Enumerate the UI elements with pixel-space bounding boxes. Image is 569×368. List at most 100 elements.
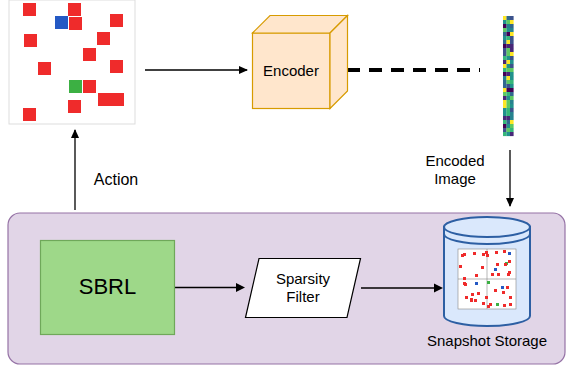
vector-cell	[503, 56, 507, 60]
vector-cell	[510, 24, 514, 28]
vector-cell	[510, 108, 514, 112]
vector-cell	[503, 108, 507, 112]
vector-cell	[503, 124, 507, 128]
grid-cell	[110, 14, 123, 27]
vector-cell	[503, 48, 507, 52]
feature-vector	[503, 16, 514, 136]
node-label: Encoder	[256, 62, 326, 80]
vector-cell	[507, 84, 511, 88]
vector-cell	[510, 124, 514, 128]
vector-cell	[503, 36, 507, 40]
vector-cell	[510, 28, 514, 32]
vector-cell	[503, 80, 507, 84]
vector-cell	[507, 24, 511, 28]
vector-cell	[510, 32, 514, 36]
vector-cell	[510, 44, 514, 48]
vector-cell	[510, 92, 514, 96]
vector-cell	[510, 76, 514, 80]
vector-cell	[503, 72, 507, 76]
vector-cell	[507, 124, 511, 128]
vector-cell	[510, 68, 514, 72]
vector-cell	[503, 128, 507, 132]
grid-cell	[110, 60, 123, 73]
vector-cell	[503, 52, 507, 56]
vector-cell	[510, 132, 514, 136]
vector-cell	[503, 28, 507, 32]
grid-cell	[98, 93, 111, 106]
vector-cell	[507, 88, 511, 92]
vector-cell	[507, 96, 511, 100]
vector-cell	[510, 56, 514, 60]
vector-cell	[503, 32, 507, 36]
vector-cell	[503, 116, 507, 120]
vector-cell	[507, 28, 511, 32]
vector-cell	[507, 92, 511, 96]
vector-cell	[510, 16, 514, 20]
vector-cell	[507, 116, 511, 120]
vector-cell	[503, 112, 507, 116]
flow-arrow	[361, 284, 443, 293]
vector-cell	[507, 72, 511, 76]
vector-cell	[503, 104, 507, 108]
vector-cell	[507, 76, 511, 80]
vector-cell	[510, 64, 514, 68]
vector-cell	[503, 76, 507, 80]
vector-cell	[510, 20, 514, 24]
vector-cell	[507, 56, 511, 60]
flow-arrow	[509, 150, 510, 206]
grid-cell	[55, 16, 68, 29]
node-label: Sparsity Filter	[263, 270, 343, 306]
vector-cell	[510, 72, 514, 76]
grid-cell	[24, 34, 37, 47]
vector-cell	[503, 68, 507, 72]
vector-cell	[503, 16, 507, 20]
vector-cell	[510, 128, 514, 132]
flow-label: Encoded Image	[410, 152, 500, 188]
vector-cell	[510, 80, 514, 84]
grid-cell	[68, 100, 81, 113]
vector-cell	[507, 20, 511, 24]
flow-arrow	[175, 283, 245, 292]
vector-cell	[507, 112, 511, 116]
state-grid	[9, 0, 135, 124]
vector-cell	[510, 48, 514, 52]
vector-cell	[507, 68, 511, 72]
vector-cell	[507, 16, 511, 20]
dashed-link	[347, 68, 480, 72]
vector-cell	[503, 120, 507, 124]
vector-cell	[507, 100, 511, 104]
vector-cell	[510, 112, 514, 116]
vector-cell	[507, 36, 511, 40]
grid-cell	[23, 108, 36, 121]
vector-cell	[507, 80, 511, 84]
vector-cell	[503, 96, 507, 100]
vector-cell	[510, 52, 514, 56]
vector-cell	[510, 100, 514, 104]
vector-cell	[510, 88, 514, 92]
grid-cell	[97, 32, 110, 45]
vector-cell	[503, 132, 507, 136]
vector-cell	[507, 32, 511, 36]
flow-arrow	[145, 69, 247, 70]
node-label: SBRL	[44, 274, 171, 300]
vector-cell	[510, 120, 514, 124]
grid-cell	[69, 80, 82, 93]
grid-cell	[38, 62, 51, 75]
grid-cell	[23, 3, 36, 16]
vector-cell	[503, 20, 507, 24]
vector-cell	[507, 60, 511, 64]
vector-cell	[507, 44, 511, 48]
vector-cell	[503, 84, 507, 88]
vector-cell	[503, 40, 507, 44]
vector-cell	[503, 92, 507, 96]
node-outline	[443, 216, 531, 326]
vector-cell	[507, 132, 511, 136]
flow-label: Action	[86, 170, 146, 189]
vector-cell	[507, 128, 511, 132]
vector-cell	[510, 40, 514, 44]
storage-cylinder: Snapshot Storage	[443, 216, 531, 326]
vector-cell	[507, 120, 511, 124]
vector-cell	[503, 100, 507, 104]
grid-cells	[23, 3, 124, 121]
grid-cell	[69, 17, 82, 30]
